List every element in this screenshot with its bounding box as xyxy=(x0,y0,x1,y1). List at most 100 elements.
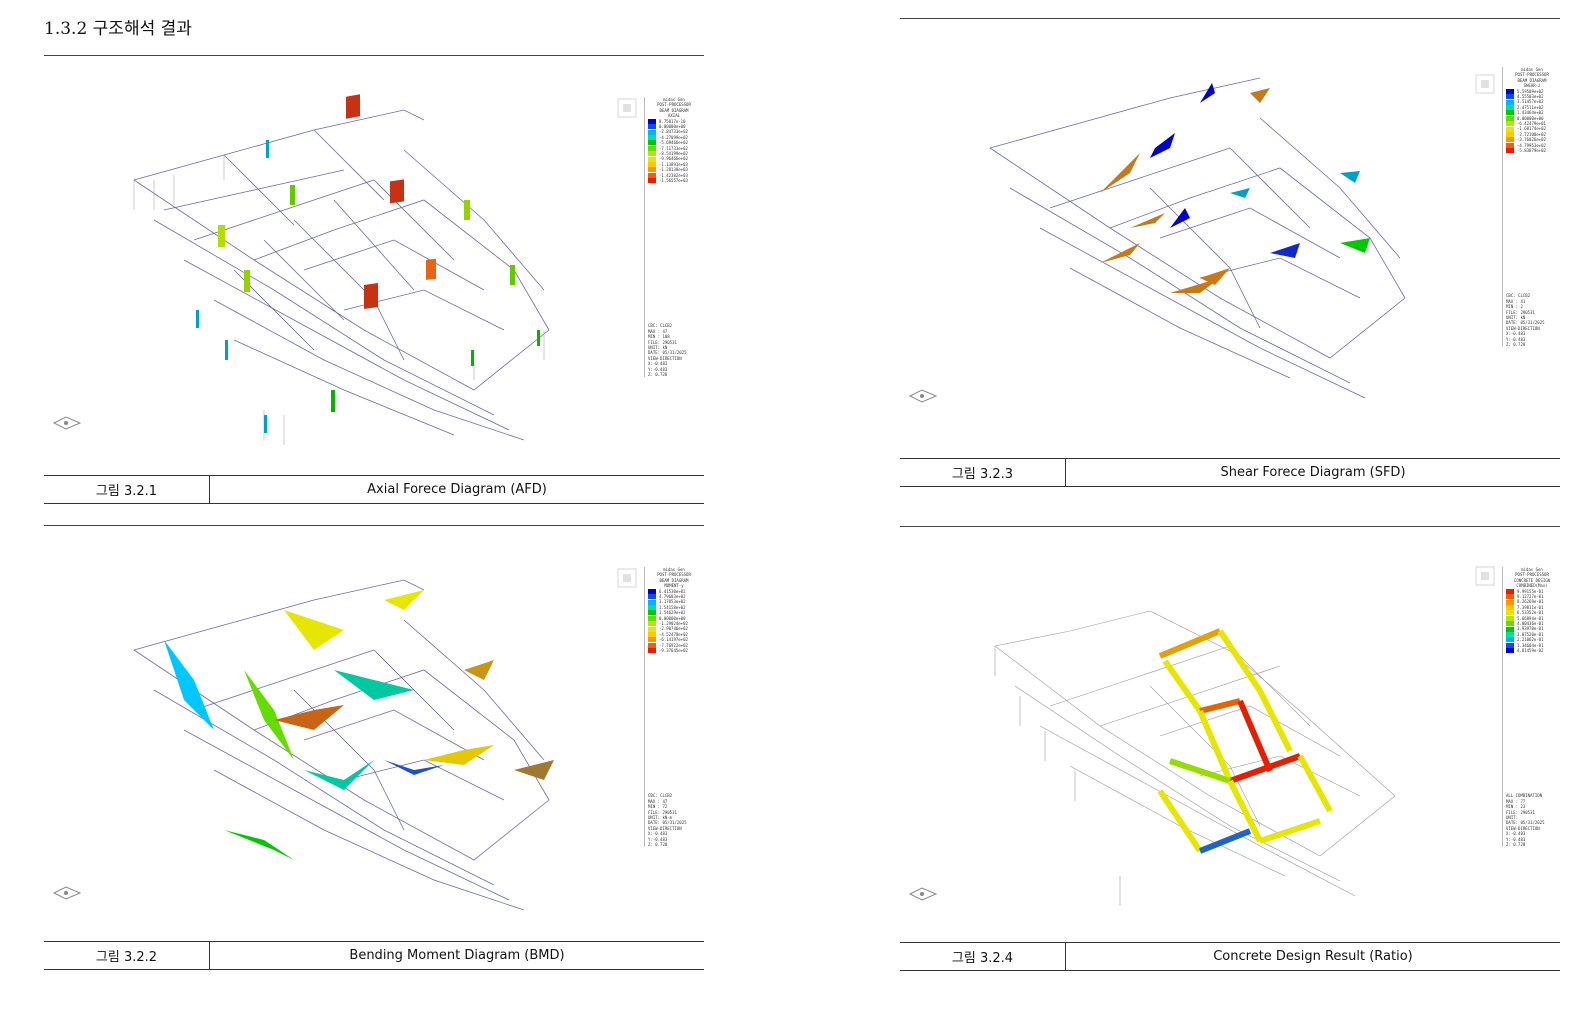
sfd-shear-shapes xyxy=(1100,83,1370,293)
afd-patch xyxy=(346,94,360,119)
afd-patch xyxy=(537,330,540,346)
legend-header-line: midas Gen xyxy=(1521,67,1543,72)
legend-row: 3.17053e+02 xyxy=(648,599,700,605)
legend-value: 3.93978e-01 xyxy=(1517,626,1544,632)
figure-title: Concrete Design Result (Ratio) xyxy=(1213,949,1413,964)
legend-row: 4.55503e+02 xyxy=(1506,94,1558,100)
section-heading: 1.3.2 구조해석 결과 xyxy=(44,19,192,39)
legend-header-line: POST-PROCESSOR xyxy=(657,572,691,578)
legend-header-line: midas Gen xyxy=(1521,567,1543,572)
afd-structure-drawing xyxy=(133,94,550,445)
legend-value: -1.56557e+03 xyxy=(659,177,688,183)
legend-value: -7.11733e+02 xyxy=(659,145,688,151)
legend-swatch xyxy=(1506,94,1514,100)
legend-swatch xyxy=(1506,148,1514,154)
legend-value: 3.51457e+02 xyxy=(1517,99,1544,105)
legend-row: 0.00000e+00 xyxy=(1506,116,1558,121)
figure-top-rule xyxy=(900,18,1560,19)
legend-meta-line: MAX : 77 xyxy=(1506,798,1526,804)
legend-swatch xyxy=(1506,615,1514,621)
afd-patch xyxy=(331,390,335,412)
legend-value: -4.52478e+02 xyxy=(659,631,688,637)
afd-patch xyxy=(471,350,474,366)
view-cube-icon[interactable] xyxy=(1472,71,1498,97)
legend-meta-line: MIN : 2 xyxy=(1506,304,1523,310)
legend-swatch xyxy=(1506,631,1514,637)
legend-swatch xyxy=(1506,588,1514,594)
view-cube-icon[interactable] xyxy=(614,95,640,121)
legend-swatch xyxy=(648,129,656,135)
legend-swatch xyxy=(648,599,656,605)
legend-swatch xyxy=(648,637,656,643)
legend-value: -6.42479e+01 xyxy=(1517,120,1546,126)
legend-row: 4.79603e+02 xyxy=(648,594,700,600)
legend-value: 4.55503e+02 xyxy=(1517,94,1544,100)
legend-row: 2.21062e-01 xyxy=(1506,637,1558,643)
afd-patch xyxy=(364,283,378,310)
legend-swatch xyxy=(1506,104,1514,110)
legend-header-line: AXIAL xyxy=(667,113,681,119)
legend-value: 1.54629e+02 xyxy=(659,610,686,616)
legend-swatch xyxy=(1506,110,1514,116)
legend-swatch xyxy=(648,588,656,594)
legend-row: 5.59509e+02 xyxy=(1506,89,1558,94)
legend-swatch xyxy=(648,648,656,654)
legend-swatch xyxy=(1506,137,1514,143)
legend-swatch xyxy=(1506,131,1514,137)
afd-patch xyxy=(290,185,295,205)
legend-header-line: BEAM DIAGRAM xyxy=(659,107,689,113)
legend-value: -5.83879e+02 xyxy=(1517,147,1546,153)
legend-row: -9.37645e+02 xyxy=(648,647,700,654)
legend-value: -5.69466e+02 xyxy=(659,140,688,146)
legend-swatch xyxy=(648,167,656,173)
legend-value: 4.80436e-01 xyxy=(1517,620,1544,626)
legend-swatch xyxy=(1506,115,1514,121)
legend-row: -1.68174e+02 xyxy=(1506,126,1558,132)
legend-row: -1.28138e+03 xyxy=(648,167,700,173)
legend-meta-line: CBC: CLCB2 xyxy=(648,793,673,799)
legend-value: 6.41530e+02 xyxy=(659,588,686,594)
legend-swatch xyxy=(648,604,656,610)
legend-swatch xyxy=(648,161,656,167)
legend-meta-line: VIEW-DIRECTION xyxy=(1506,325,1540,331)
legend-swatch xyxy=(1506,604,1514,610)
legend-row: -2.84733e+02 xyxy=(648,129,700,135)
legend-value: 1.34604e-01 xyxy=(1517,642,1544,648)
legend-value: -9.37645e+02 xyxy=(659,647,688,653)
legend-row: 5.66894e-01 xyxy=(1506,616,1558,621)
legend-value: -2.84733e+02 xyxy=(659,129,688,135)
sfd-structure-drawing xyxy=(989,77,1406,399)
ratio-structure-drawing xyxy=(994,610,1396,906)
legend-swatch xyxy=(648,615,656,621)
legend-value: -1.29024e+02 xyxy=(659,620,688,626)
legend-value: 8.26269e-01 xyxy=(1517,599,1544,605)
legend-row: 8.75017e-10 xyxy=(648,119,700,124)
legend-row: -6.42479e+01 xyxy=(1506,120,1558,127)
legend-swatch xyxy=(1506,621,1514,627)
legend-row: -1.56557e+03 xyxy=(648,177,700,184)
legend-swatch xyxy=(648,156,656,162)
legend-swatch xyxy=(648,118,656,124)
figure-bmd: midas Gen POST-PROCESSOR BEAM DIAGRAM MO… xyxy=(44,530,704,938)
legend-meta-line: DATE: 05/31/2025 xyxy=(1506,320,1545,326)
legend-row: 7.39811e-01 xyxy=(1506,605,1558,610)
view-cube-icon[interactable] xyxy=(1472,563,1498,589)
legend-value: -1.13891e+03 xyxy=(659,161,688,167)
legend-header-line: midas Gen xyxy=(663,567,685,572)
legend-value: 1.54158e+02 xyxy=(659,604,686,610)
figure-title: Axial Forece Diagram (AFD) xyxy=(367,482,547,497)
legend-row: 0.00000e+00 xyxy=(648,616,700,621)
afd-patch xyxy=(225,340,228,360)
legend-row: 0.00000e+00 xyxy=(648,124,700,130)
view-cube-icon[interactable] xyxy=(614,565,640,591)
afd-patch xyxy=(510,265,515,285)
legend-header-line: midas Gen xyxy=(663,97,685,102)
legend-row: 1.54629e+02 xyxy=(648,610,700,616)
bmd-legend: midas Gen POST-PROCESSOR BEAM DIAGRAM MO… xyxy=(644,567,700,848)
legend-row: -5.69466e+02 xyxy=(648,140,700,146)
figure-top-rule xyxy=(44,55,704,56)
legend-value: 5.59509e+02 xyxy=(1517,88,1544,94)
